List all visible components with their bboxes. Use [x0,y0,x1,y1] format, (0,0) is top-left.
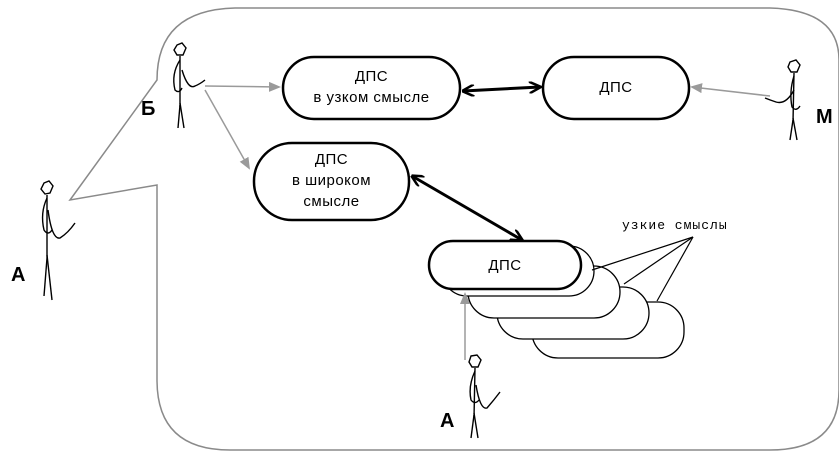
actor-label-b: Б [141,98,156,120]
arrow-m-to-topright [690,83,771,97]
actor-label-a-left: А [11,264,26,286]
arrow-b-to-wide [204,89,250,170]
stick-figure-a-bottom [468,354,501,439]
double-arrow-narrow-to-topright [463,87,540,91]
node-dps-stack-front-text: ДПС [429,255,581,276]
node-dps-narrow-line2: в узком смысле [313,89,430,106]
node-dps-stack-front-line1: ДПС [488,257,522,274]
actor-label-m: М [816,106,833,128]
narrow-meanings-pointers [591,236,694,302]
node-dps-narrow-text: ДПС в узком смысле [283,66,460,108]
node-dps-wide-line1: ДПС [314,151,349,168]
double-arrow-wide-to-stack [412,176,522,240]
node-dps-wide-line3: смысле [303,193,360,210]
stick-figure-b [173,42,206,129]
node-dps-top-right-line1: ДПС [599,79,633,96]
stick-figure-m [764,59,801,141]
speech-bubble [68,7,839,451]
actor-label-a-bottom: А [440,410,455,432]
node-dps-wide-text: ДПС в широком смысле [254,149,409,212]
stick-figure-a-left [40,180,76,301]
node-dps-narrow [281,55,462,121]
annotation-narrow-meanings: узкие смыслы [622,218,728,233]
node-dps-top-right-text: ДПС [543,77,689,98]
arrow-b-to-narrow [204,81,281,92]
node-dps-narrow-line1: ДПС [354,68,389,85]
node-dps-wide-line2: в широком [291,172,372,189]
